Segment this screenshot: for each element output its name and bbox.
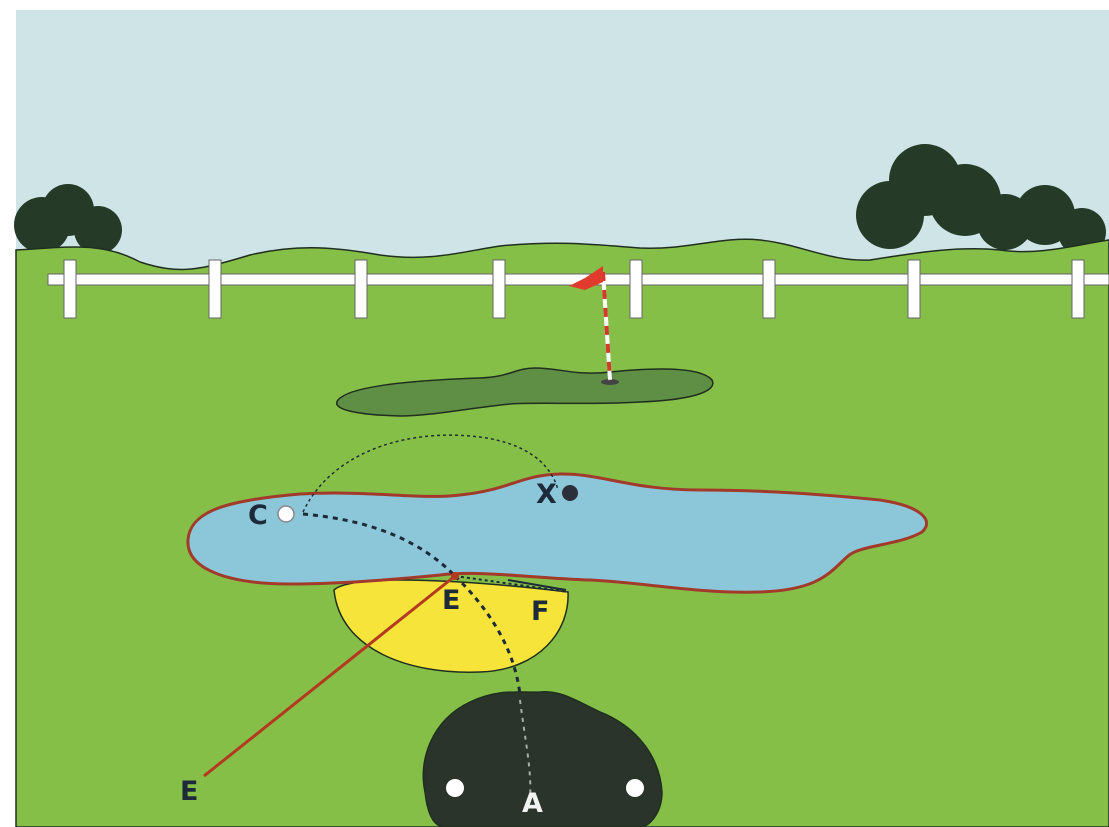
label-f: F [531,596,549,627]
tee-marker-icon [626,779,644,797]
label-a: A [522,788,543,819]
x-target-marker [562,485,578,501]
entry-point-marker [451,572,459,580]
label-e-entry: E [180,776,198,807]
label-c: C [248,500,268,531]
golf-ball-icon [278,506,294,522]
label-e-drop: E [442,585,460,616]
tee-marker-icon [446,779,464,797]
label-x: X [536,479,557,510]
